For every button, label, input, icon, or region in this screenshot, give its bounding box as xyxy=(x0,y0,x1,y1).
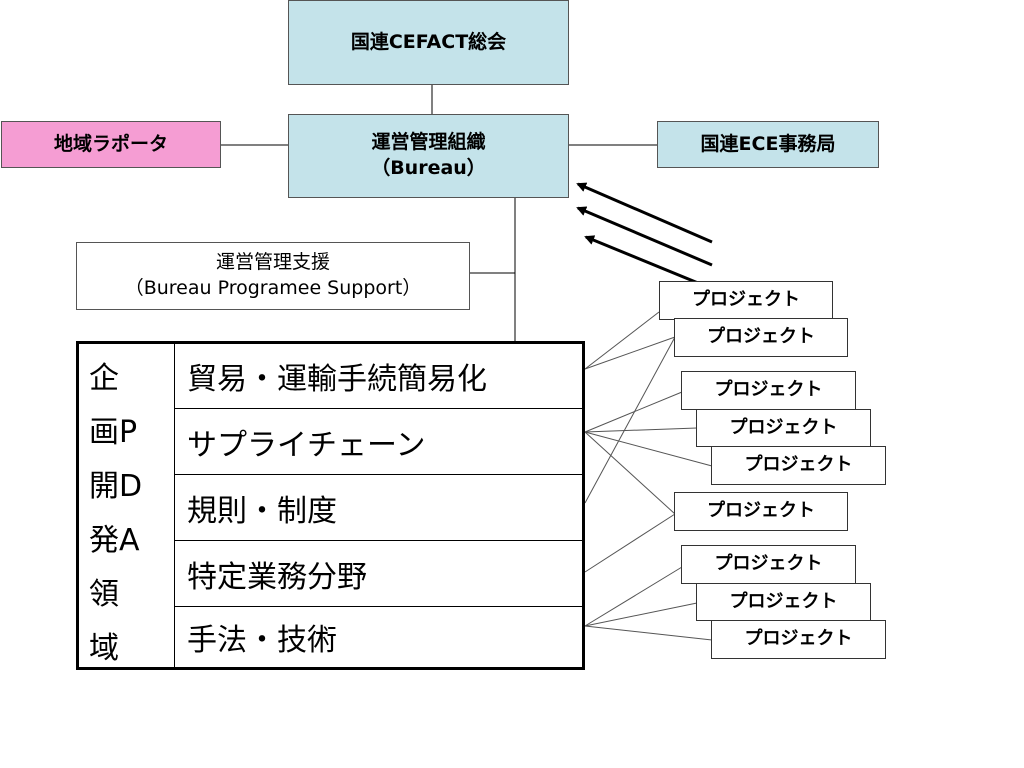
project-label: プロジェクト xyxy=(707,500,815,522)
project-box: プロジェクト xyxy=(711,446,886,485)
ece-secretariat-box: 国連ECE事務局 xyxy=(657,121,879,168)
project-label: プロジェクト xyxy=(692,289,800,311)
ece-secretariat-label: 国連ECE事務局 xyxy=(700,132,836,155)
field-row-regulation: 規則・制度 xyxy=(175,474,585,540)
project-label: プロジェクト xyxy=(707,326,815,348)
project-label: プロジェクト xyxy=(744,454,853,476)
project-label: プロジェクト xyxy=(714,553,823,575)
bureau-box: 運営管理組織 （Bureau） xyxy=(288,114,569,198)
development-area-label-char: 域 xyxy=(89,631,119,666)
development-area-label-char: 発A xyxy=(89,523,140,558)
arrow xyxy=(576,182,713,244)
arrow xyxy=(576,206,713,267)
development-area-label-char: 画P xyxy=(89,415,138,450)
field-row-business-domain: 特定業務分野 xyxy=(175,540,585,606)
bureau-support-sublabel: （Bureau Programee Support） xyxy=(124,277,422,299)
project-label: プロジェクト xyxy=(714,379,823,401)
field-row-methodology: 手法・技術 xyxy=(175,606,585,667)
development-area-table: 企 画P 開D 発A 領 域 貿易・運輸手続簡易化 サプライチェーン 規則・制度… xyxy=(76,341,585,670)
development-area-label-char: 開D xyxy=(89,469,143,504)
bureau-support-label: 運営管理支援 xyxy=(215,251,330,274)
project-box: プロジェクト xyxy=(696,583,871,621)
project-label: プロジェクト xyxy=(729,416,838,438)
project-box: プロジェクト xyxy=(681,545,856,584)
project-box: プロジェクト xyxy=(711,620,886,659)
rapporteur-box: 地域ラポータ xyxy=(1,121,221,168)
bureau-support-box: 運営管理支援 （Bureau Programee Support） xyxy=(76,242,470,310)
project-box: プロジェクト xyxy=(674,318,848,357)
rapporteur-label: 地域ラポータ xyxy=(53,132,168,155)
general-assembly-box: 国連CEFACT総会 xyxy=(288,0,569,85)
project-label: プロジェクト xyxy=(744,628,853,650)
field-row-trade-facilitation: 貿易・運輸手続簡易化 xyxy=(187,362,487,397)
development-area-label-char: 企 xyxy=(89,361,119,396)
project-box: プロジェクト xyxy=(696,409,871,447)
project-box: プロジェクト xyxy=(674,492,848,531)
development-area-label-char: 領 xyxy=(89,577,119,612)
project-box: プロジェクト xyxy=(659,281,833,320)
bureau-sublabel: （Bureau） xyxy=(371,157,486,179)
bureau-label: 運営管理組織 xyxy=(371,131,486,154)
development-area-label: 企 画P 開D 発A 領 域 xyxy=(79,344,175,667)
project-label: プロジェクト xyxy=(729,590,838,612)
project-box: プロジェクト xyxy=(681,371,856,410)
general-assembly-label: 国連CEFACT総会 xyxy=(350,30,507,53)
field-row-supply-chain: サプライチェーン xyxy=(175,408,585,474)
